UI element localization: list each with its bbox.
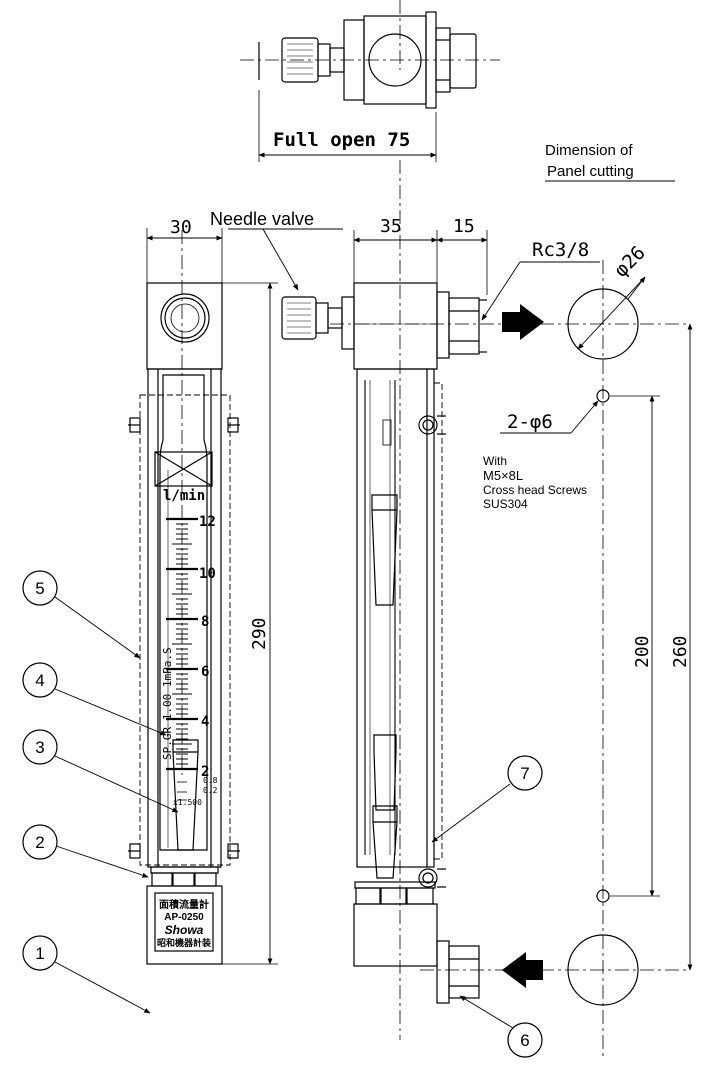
- nameplate-line3: Showa: [165, 923, 204, 937]
- scale-label-12: 12: [199, 514, 216, 530]
- panel-title-line1: Dimension of: [545, 142, 633, 159]
- dim-port-length: 15: [453, 216, 475, 237]
- scale-label-4: 4: [201, 714, 209, 730]
- nameplate-line4: 昭和機器計装: [157, 937, 212, 948]
- nameplate: [154, 892, 214, 952]
- front-float: [172, 739, 199, 851]
- callout-2: 2: [22, 824, 149, 878]
- dim-side-width: 35: [380, 216, 402, 237]
- screw-note-line4: SUS304: [483, 497, 528, 511]
- side-screw-bottom: [418, 868, 446, 888]
- scale-small-mark-3: x1.500: [173, 798, 202, 807]
- side-bottom-block: [353, 903, 438, 967]
- scale-spec-text: SP.GR 1.00 1mPa.S: [161, 647, 174, 760]
- panel-hole-lower: [567, 934, 639, 1006]
- upper-flow-arrow: [502, 304, 544, 340]
- callout-7: 7: [431, 755, 543, 843]
- front-screw-bottom-left: [128, 843, 141, 859]
- dim-port-pitch: 260: [670, 635, 691, 668]
- bottom-block: [146, 885, 223, 965]
- needle-valve-label: Needle valve: [210, 209, 314, 229]
- scale-small-mark-2: 0.2: [203, 786, 218, 795]
- side-screw-top: [418, 415, 446, 435]
- scale-label-6: 6: [201, 664, 209, 680]
- nameplate-line2: AP-0250: [164, 912, 204, 923]
- callout-3: 3: [22, 729, 179, 813]
- svg-text:1: 1: [35, 944, 44, 963]
- screw-note-line2: M5×8L: [483, 468, 523, 483]
- svg-text:4: 4: [35, 671, 44, 690]
- dim-hole-pitch: 200: [632, 635, 653, 668]
- scale-small-mark-1: 0.8: [203, 776, 218, 785]
- side-top-block: [353, 282, 438, 370]
- front-screw-top-right: [227, 417, 240, 433]
- scale-label-10: 10: [199, 566, 216, 582]
- screw-note-line3: Cross head Screws: [483, 483, 587, 497]
- side-view: 35 15: [281, 160, 544, 1040]
- dim-front-width: 30: [170, 217, 192, 238]
- front-screw-top-left: [128, 417, 141, 433]
- scale-ticks: [166, 517, 198, 801]
- panel-title-line2: Panel cutting: [547, 163, 634, 180]
- front-screw-bottom-right: [227, 843, 240, 859]
- full-open-label: Full open 75: [273, 129, 410, 151]
- upper-port-fitting: [436, 291, 487, 359]
- panel-screw-hole-upper: [596, 389, 610, 403]
- top-block: [146, 282, 223, 370]
- scale-unit: l/min: [163, 488, 205, 504]
- lower-flow-arrow: [502, 952, 543, 988]
- nameplate-line1: 面積流量計: [159, 898, 209, 911]
- callout-6: 6: [459, 995, 543, 1058]
- panel-cutting-view: Dimension of Panel cutting φ26 2-φ6 With…: [483, 142, 693, 1060]
- hole-large-label: φ26: [610, 242, 650, 282]
- scale-label-8: 8: [201, 614, 209, 630]
- dim-total-height: 290: [249, 617, 270, 650]
- hole-small-label: 2-φ6: [507, 411, 553, 433]
- panel-hole-upper: [567, 288, 639, 360]
- callout-5: 5: [22, 570, 141, 659]
- svg-text:2: 2: [35, 833, 44, 852]
- panel-screw-hole-lower: [596, 889, 610, 903]
- port-thread-label: Rc3/8: [532, 239, 589, 261]
- screw-note-line1: With: [483, 454, 507, 468]
- top-view: Full open 75: [240, 0, 500, 162]
- front-view: 30 l/min: [128, 217, 278, 965]
- needle-valve: [281, 296, 355, 350]
- svg-text:5: 5: [35, 579, 44, 598]
- callout-4: 4: [22, 662, 167, 736]
- svg-text:3: 3: [35, 738, 44, 757]
- callout-1: 1: [22, 935, 151, 1014]
- svg-text:7: 7: [520, 764, 529, 783]
- svg-text:6: 6: [520, 1031, 529, 1050]
- lower-port-fitting: [436, 940, 480, 1004]
- scale-label-2: 2: [201, 764, 209, 780]
